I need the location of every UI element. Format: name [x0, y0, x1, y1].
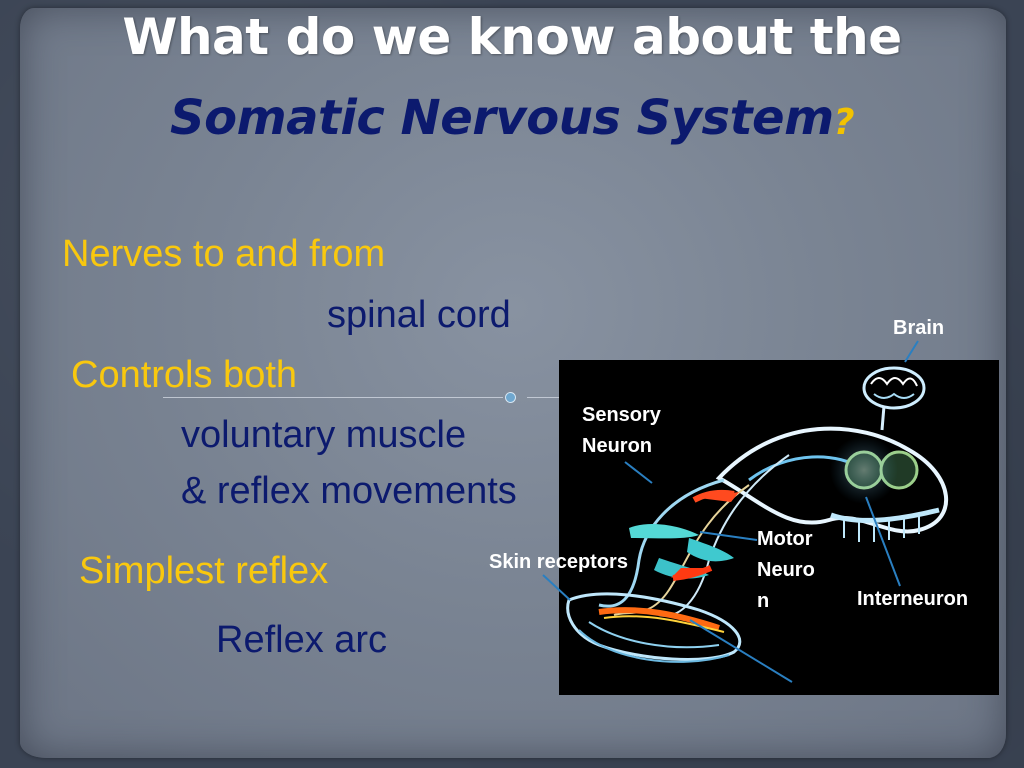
- reflex-arc-diagram: [559, 360, 999, 695]
- label-motor-line3: n: [757, 590, 770, 612]
- bullet-nerves: Nerves to and from: [62, 233, 386, 275]
- label-motor-line2: Neuro: [757, 559, 815, 581]
- skin-and-muscle-shape: [566, 592, 742, 663]
- title-divider-line-right: [527, 397, 563, 398]
- bullet-reflex-arc: Reflex arc: [216, 619, 388, 661]
- slide-title-question-mark: ?: [833, 102, 855, 143]
- title-divider-line: [163, 397, 503, 398]
- label-interneuron: Interneuron: [857, 588, 969, 610]
- label-motor-line1: Motor: [757, 528, 813, 550]
- bullet-controls-both: Controls both: [71, 354, 298, 396]
- label-brain: Brain: [893, 317, 945, 339]
- label-sensory-line1: Sensory: [582, 404, 661, 426]
- label-muscle: Muscle: [792, 674, 860, 696]
- label-skin-receptors: Skin receptors: [489, 551, 628, 573]
- slide-title-main: Somatic Nervous System: [170, 90, 834, 146]
- slide-title-line2: Somatic Nervous System?: [0, 90, 1024, 146]
- slide-title-line1: What do we know about the: [122, 8, 902, 66]
- bullet-voluntary-muscle: voluntary muscle: [181, 414, 467, 456]
- bullet-reflex-movements: & reflex movements: [181, 470, 517, 512]
- brain-shape: [862, 366, 926, 431]
- divider-ornament-dot: [505, 392, 516, 403]
- reflex-arc-illustration: [566, 366, 948, 663]
- bullet-simplest-reflex: Simplest reflex: [79, 550, 329, 592]
- bullet-spinal-cord: spinal cord: [327, 294, 511, 336]
- signal-arrows: [671, 489, 739, 581]
- label-sensory-line2: Neuron: [582, 435, 652, 457]
